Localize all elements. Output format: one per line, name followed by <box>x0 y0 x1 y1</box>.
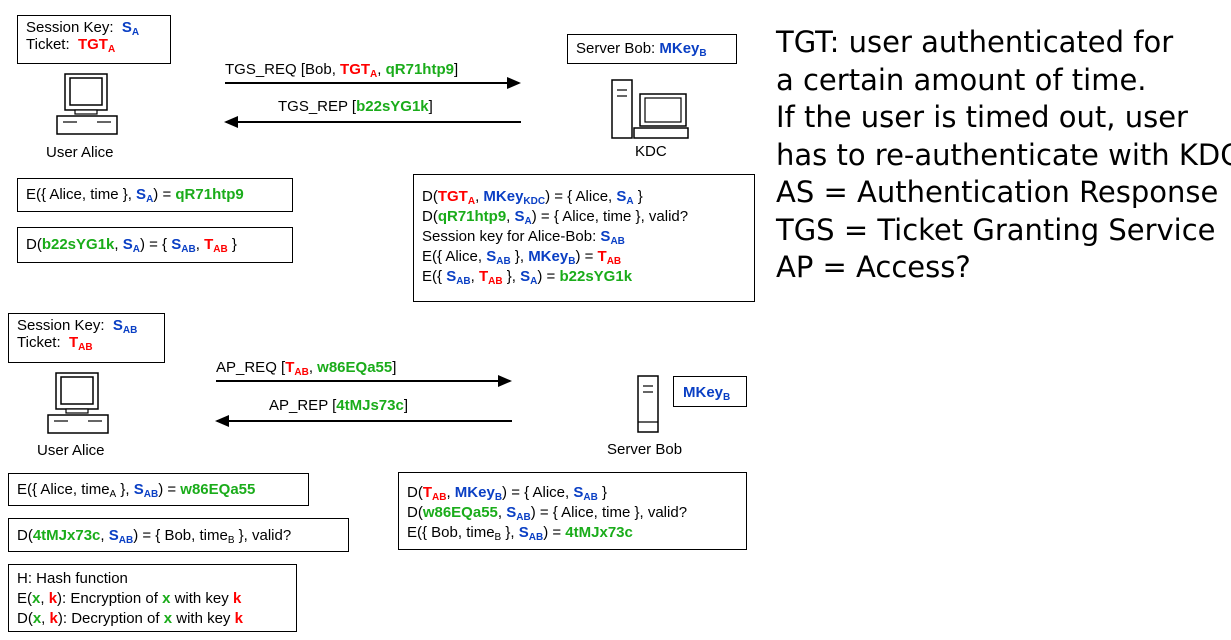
kdc-line-5: E({ SAB, TAB }, SA) = b22sYG1k <box>422 268 633 287</box>
note-line: TGS = Ticket Granting Service <box>776 212 1216 247</box>
tgs-req-arrow <box>225 77 521 89</box>
server-line-3: E({ Bob, timeB }, SAB) = 4tMJx73c <box>407 524 633 543</box>
note-line: TGT: user authenticated for <box>776 25 1174 59</box>
ap-rep-label: AP_REP [4tMJs73c] <box>269 397 408 414</box>
side-notes: TGT: user authenticated for a certain am… <box>776 24 1231 287</box>
legend-encrypt: E(x, k): Encryption of x with key k <box>17 590 242 607</box>
alice-service-ticket-box: Session Key: SAB Ticket: TAB <box>8 313 165 363</box>
note-line: a certain amount of time. <box>776 62 1147 97</box>
server-compute-box: D(TAB, MKeyB) = { Alice, SAB } D(w86EQa5… <box>398 472 747 550</box>
server-bob-icon <box>637 375 659 433</box>
server-mkey-box: MKeyB <box>673 376 747 407</box>
user-alice-label: User Alice <box>46 144 114 161</box>
kdc-line-2: D(qR71htp9, SA) = { Alice, time }, valid… <box>422 208 689 227</box>
alice-decrypt-box: D(4tMJx73c, SAB) = { Bob, timeB }, valid… <box>8 518 349 552</box>
ticket-line: Ticket: TAB <box>17 334 93 353</box>
session-key-line: Session Key: SA <box>26 19 140 38</box>
note-line: AP = Access? <box>776 250 971 284</box>
kdc-compute-box: D(TGTA, MKeyKDC) = { Alice, SA } D(qR71h… <box>413 174 755 302</box>
user-computer-icon <box>56 73 118 135</box>
alice-decrypt-box: D(b22sYG1k, SA) = { SAB, TAB } <box>17 227 293 263</box>
kdc-line-4: E({ Alice, SAB }, MKeyB) = TAB <box>422 248 622 267</box>
kdc-label: KDC <box>635 143 667 160</box>
tgs-rep-label: TGS_REP [b22sYG1k] <box>278 98 433 115</box>
legend-hash: H: Hash function <box>17 570 128 587</box>
kdc-line-3: Session key for Alice-Bob: SAB <box>422 228 625 247</box>
alice-tgt-box: Session Key: SA Ticket: TGTA <box>17 15 171 64</box>
legend-decrypt: D(x, k): Decryption of x with key k <box>17 610 243 627</box>
session-key-line: Session Key: SAB <box>17 317 138 336</box>
alice-encrypt-box: E({ Alice, time }, SA) = qR71htp9 <box>17 178 293 212</box>
server-bob-label: Server Bob <box>607 441 683 458</box>
note-line: has to re-authenticate with KDC <box>776 137 1231 172</box>
kdc-line-1: D(TGTA, MKeyKDC) = { Alice, SA } <box>422 188 643 207</box>
ticket-line: Ticket: TGTA <box>26 36 116 55</box>
server-line-1: D(TAB, MKeyB) = { Alice, SAB } <box>407 484 607 503</box>
server-bob-key-box: Server Bob: MKeyB <box>567 34 737 64</box>
ap-rep-arrow <box>215 415 512 427</box>
note-line: AS = Authentication Response <box>776 175 1219 209</box>
server-line-2: D(w86EQa55, SAB) = { Alice, time }, vali… <box>407 504 688 523</box>
user-alice-label: User Alice <box>37 442 105 459</box>
kdc-server-icon <box>611 79 689 139</box>
tgs-req-label: TGS_REQ [Bob, TGTA, qR71htp9] <box>225 61 459 80</box>
ap-req-arrow <box>216 375 512 387</box>
ap-req-label: AP_REQ [TAB, w86EQa55] <box>216 359 397 378</box>
alice-encrypt-box: E({ Alice, timeA }, SAB) = w86EQa55 <box>8 473 309 506</box>
note-line: If the user is timed out, user <box>776 100 1188 134</box>
user-computer-icon <box>47 372 109 434</box>
legend-box: H: Hash function E(x, k): Encryption of … <box>8 564 297 632</box>
tgs-rep-arrow <box>224 116 521 128</box>
